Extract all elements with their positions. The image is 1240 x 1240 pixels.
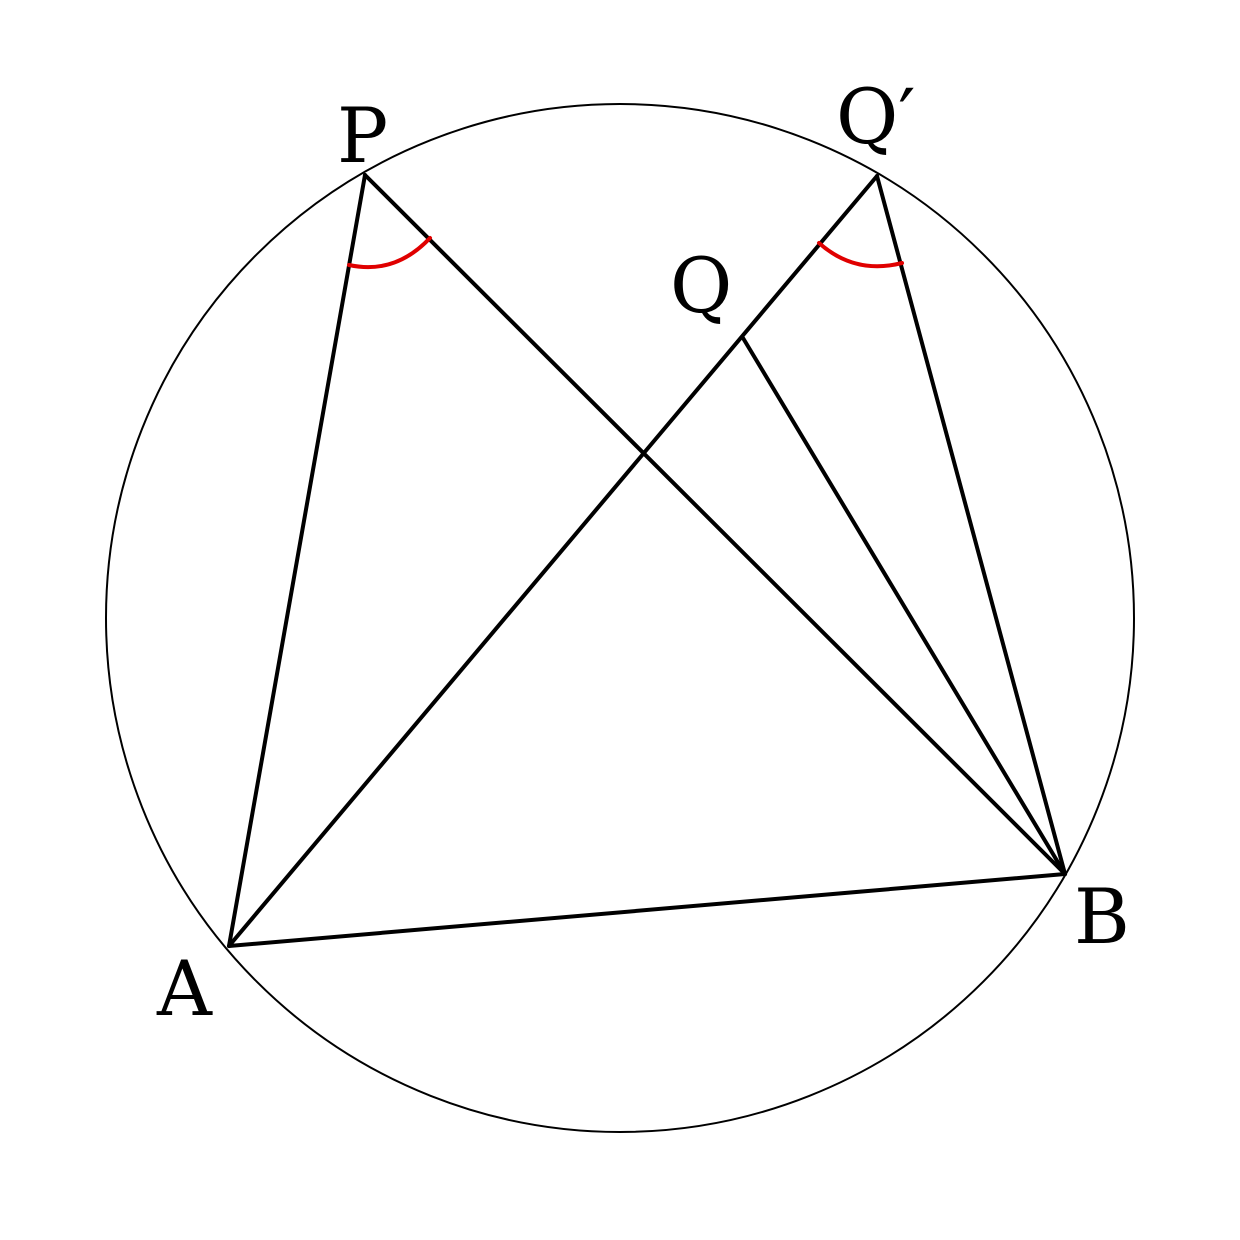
segment-pa: [227, 173, 367, 948]
angle-mark-qprime: [817, 241, 904, 269]
segment-pb: [363, 173, 1067, 876]
label-b: B: [1074, 872, 1130, 961]
segment-qprime-b: [875, 174, 1067, 876]
segment-ab: [227, 872, 1067, 948]
label-q: Q: [670, 241, 732, 330]
circumcircle: [105, 103, 1135, 1133]
segment-qb: [741, 336, 1067, 876]
angle-mark-p: [347, 236, 432, 270]
segment-qprime-a: [227, 174, 879, 948]
label-q-prime: Q′: [836, 72, 916, 161]
label-p: P: [337, 91, 388, 180]
label-a: A: [156, 944, 213, 1033]
